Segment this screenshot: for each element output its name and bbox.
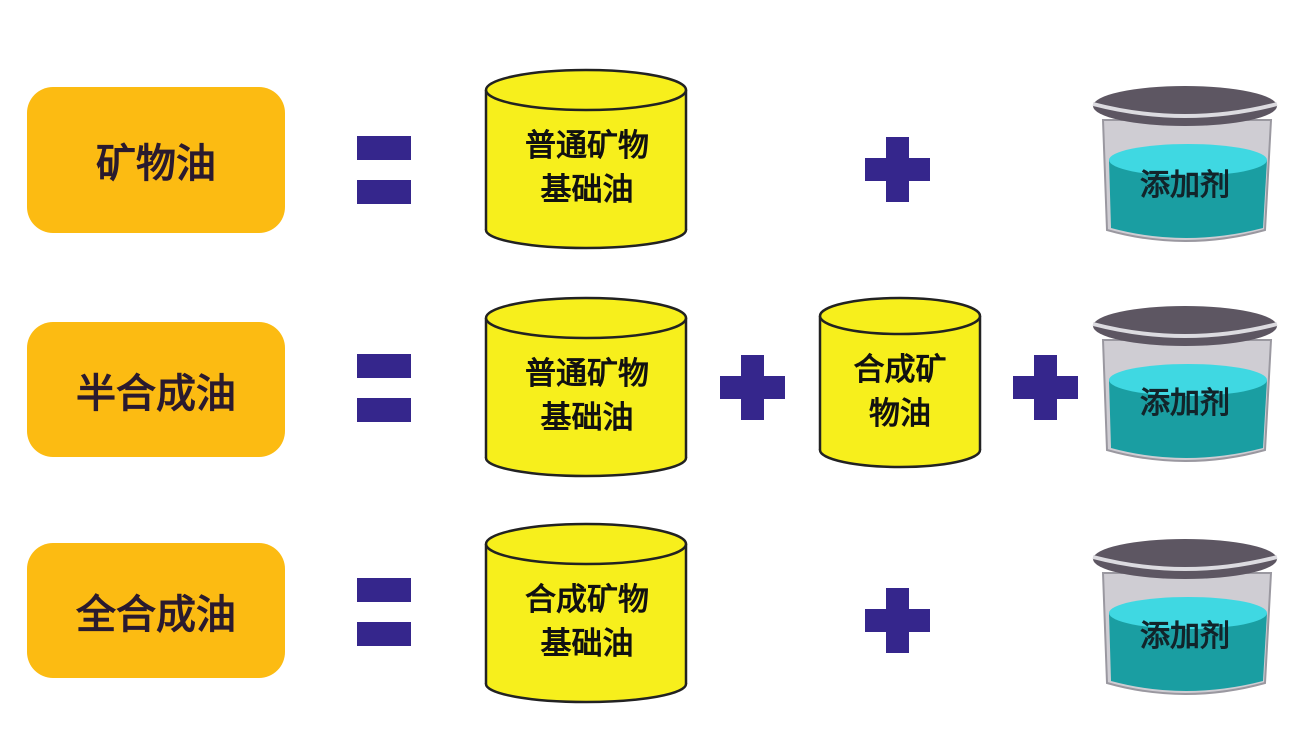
base-oil-cylinder: 普通矿物基础油 bbox=[484, 296, 690, 480]
beaker-label: 添加剂 bbox=[1140, 619, 1230, 654]
beaker-label: 添加剂 bbox=[1140, 168, 1230, 203]
label-text: 全合成油 bbox=[76, 591, 236, 638]
label-full-synthetic-oil: 全合成油 bbox=[27, 543, 285, 678]
equals-sign bbox=[357, 578, 411, 646]
additive-beaker: 添加剂 bbox=[1085, 533, 1285, 703]
cylinder-line-2: 基础油 bbox=[540, 400, 634, 436]
additive-beaker: 添加剂 bbox=[1085, 80, 1285, 250]
label-semi-synthetic-oil: 半合成油 bbox=[27, 322, 285, 457]
label-mineral-oil: 矿物油 bbox=[27, 87, 285, 233]
cylinder-line-1: 合成矿 bbox=[853, 352, 947, 388]
cylinder-line-1: 普通矿物 bbox=[525, 128, 649, 164]
cylinder-line-1: 合成矿物 bbox=[525, 582, 649, 618]
base-oil-cylinder: 普通矿物基础油 bbox=[484, 68, 690, 252]
cylinder-line-2: 物油 bbox=[869, 396, 931, 432]
equals-sign bbox=[357, 354, 411, 422]
synthetic-oil-cylinder: 合成矿物油 bbox=[818, 296, 982, 472]
cylinder-line-2: 基础油 bbox=[540, 626, 634, 662]
cylinder-line-1: 普通矿物 bbox=[525, 356, 649, 392]
label-text: 矿物油 bbox=[96, 141, 216, 187]
base-oil-cylinder: 合成矿物基础油 bbox=[484, 522, 690, 706]
plus-sign bbox=[865, 137, 930, 202]
cylinder-line-2: 基础油 bbox=[540, 172, 634, 208]
equals-sign bbox=[357, 136, 411, 204]
plus-sign bbox=[1013, 355, 1078, 420]
label-text: 半合成油 bbox=[76, 370, 236, 417]
additive-beaker: 添加剂 bbox=[1085, 300, 1285, 470]
plus-sign bbox=[865, 588, 930, 653]
plus-sign bbox=[720, 355, 785, 420]
beaker-label: 添加剂 bbox=[1140, 386, 1230, 421]
